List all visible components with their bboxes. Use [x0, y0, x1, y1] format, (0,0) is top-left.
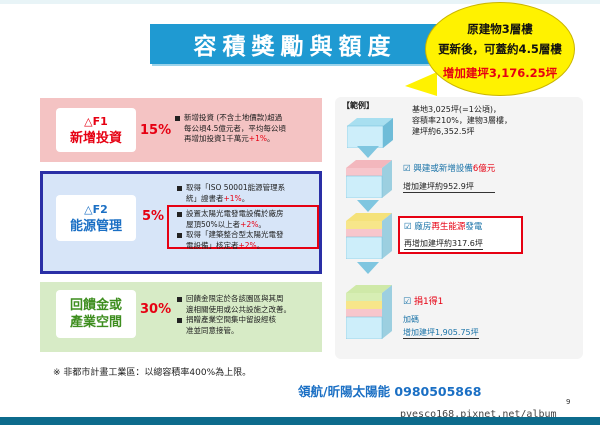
step-investment-amount: 6億元: [472, 164, 496, 174]
bullets-f1: 新增投資 (不含土地價款)超過 每公頃4.5億元者，平均每公頃 再增加投資1千萬…: [175, 113, 320, 145]
percent-f1: 15%: [140, 123, 172, 138]
bullet-text: 電設備」核定者: [186, 240, 239, 250]
badge-f1-code: △F1: [84, 115, 108, 128]
bullet-text: 邊相關使用或公共設施之改善。: [186, 304, 291, 314]
building-plus-investment-icon: [345, 160, 392, 202]
bonus-value: +2%: [238, 240, 257, 250]
bullet-text: 每公頃4.5億元者，平均每公頃: [184, 123, 286, 133]
badge-f2-code: △F2: [84, 203, 108, 216]
bullet-text: 取得「ISO 50001能源管理系: [186, 183, 286, 192]
step-donation-label: 捐1得1: [413, 297, 444, 307]
badge-feedback-line1: 回饋金或: [69, 298, 122, 313]
bullet-text: 屋頂50%以上者: [186, 219, 241, 229]
badge-f1: △F1 新增投資: [56, 108, 136, 152]
badge-f1-label: 新增投資: [69, 131, 122, 146]
step-solar-suffix: 發電: [465, 222, 483, 232]
badge-feedback-line2: 產業空間: [69, 315, 122, 330]
bullet-text: 。: [266, 134, 275, 143]
down-arrow-icon: [357, 200, 379, 212]
step-solar-highlight: ☑ 廠房再生能源發電 再增加建坪約317.6坪: [398, 216, 523, 254]
highlight-solar: 設置太陽光電發電設備於廠房 屋頂50%以上者+2%。 取得「建築整合型太陽光電發…: [167, 205, 319, 250]
bonus-value: +1%: [248, 134, 267, 143]
badge-f2-label: 能源管理: [69, 219, 122, 234]
step-donation-text: ☑ 捐1得1 加碼 增加建坪1,905.75坪: [403, 297, 479, 339]
bullet-text: 再增加投資1千萬元: [184, 134, 249, 143]
step-solar-label: ☑ 廠房: [404, 222, 432, 232]
bullet-text: 新增投資 (不含土地價款)超過: [184, 113, 283, 122]
step-donation-bonus: 加碼: [403, 315, 419, 324]
callout-bubble: 原建物3層樓 更新後，可蓋約4.5層樓 增加建坪3,176.25坪: [425, 2, 575, 96]
example-line-3: 建坪約6,352.5坪: [412, 127, 475, 136]
step-solar-result: 再增加建坪約317.6坪: [404, 239, 483, 250]
example-label: 【範例】: [342, 101, 374, 110]
badge-f2: △F2 能源管理: [56, 195, 136, 241]
bullet-text: 捐贈產業空間集中留設經核: [186, 315, 276, 324]
step-solar-keyword: 再生能源: [431, 222, 466, 232]
bullet-marker: [177, 185, 182, 191]
page-title: 容積獎勵與額度: [150, 24, 440, 64]
step-donation-result: 增加建坪1,905.75坪: [403, 328, 479, 339]
step-donation-check: ☑: [403, 297, 414, 307]
step-investment-result: 增加建坪約952.9坪: [403, 181, 496, 193]
bottom-bar: [0, 417, 600, 425]
badge-feedback: 回饋金或 產業空間: [56, 290, 136, 338]
example-text: 基地3,025坪(=1公頃)， 容積率210%，建物3層樓， 建坪約6,352.…: [412, 104, 512, 137]
step-investment-label: ☑ 興建或新增設備: [403, 164, 473, 174]
down-arrow-icon: [357, 146, 379, 158]
bonus-value: +1%: [223, 193, 242, 203]
bonus-value: +2%: [240, 219, 259, 229]
bullet-marker: [177, 232, 182, 238]
bullet-marker: [177, 317, 182, 323]
bullet-text: 統」證書者: [186, 193, 224, 203]
building-plus-solar-icon: [345, 213, 392, 263]
percent-feedback: 30%: [140, 302, 172, 317]
footnote: ※ 非都市計畫工業區：以總容積率400%為上限。: [53, 368, 252, 378]
step-investment-text: ☑ 興建或新增設備6億元 增加建坪約952.9坪: [403, 164, 496, 193]
top-bar: [0, 0, 600, 4]
watermark-url: pvesco168.pixnet.net/album: [400, 409, 557, 420]
example-line-1: 基地3,025坪(=1公頃)，: [412, 105, 501, 114]
example-line-2: 容積率210%，建物3層樓，: [412, 116, 512, 125]
bullet-text: 取得「建築整合型太陽光電發: [186, 230, 284, 239]
bullet-marker: [177, 296, 182, 302]
page-number: 9: [566, 398, 571, 406]
bullets-feedback: 回饋金限定於各該園區與其周 邊相關使用或公共設施之改善。 捐贈產業空間集中留設經…: [177, 294, 317, 336]
callout-line-3: 增加建坪3,176.25坪: [442, 66, 558, 80]
bullet-marker: [177, 211, 182, 217]
down-arrow-icon: [357, 262, 379, 274]
bullet-text: 回饋金限定於各該園區與其周: [186, 294, 284, 303]
bullet-text: 准並同意接管。: [186, 325, 239, 335]
bullets-f2-top: 取得「ISO 50001能源管理系 統」證書者+1%。: [177, 183, 317, 204]
callout-tail: [405, 72, 437, 96]
percent-f2: 5%: [142, 209, 165, 224]
callout-line-2: 更新後，可蓋約4.5層樓: [438, 42, 562, 56]
bullet-text: 設置太陽光電發電設備於廠房: [186, 209, 284, 218]
bullet-marker: [175, 115, 180, 121]
contact-info: 領航/昕陽太陽能 0980505868: [298, 384, 482, 399]
building-plus-donation-icon: [345, 285, 392, 343]
callout-line-1: 原建物3層樓: [467, 22, 533, 36]
